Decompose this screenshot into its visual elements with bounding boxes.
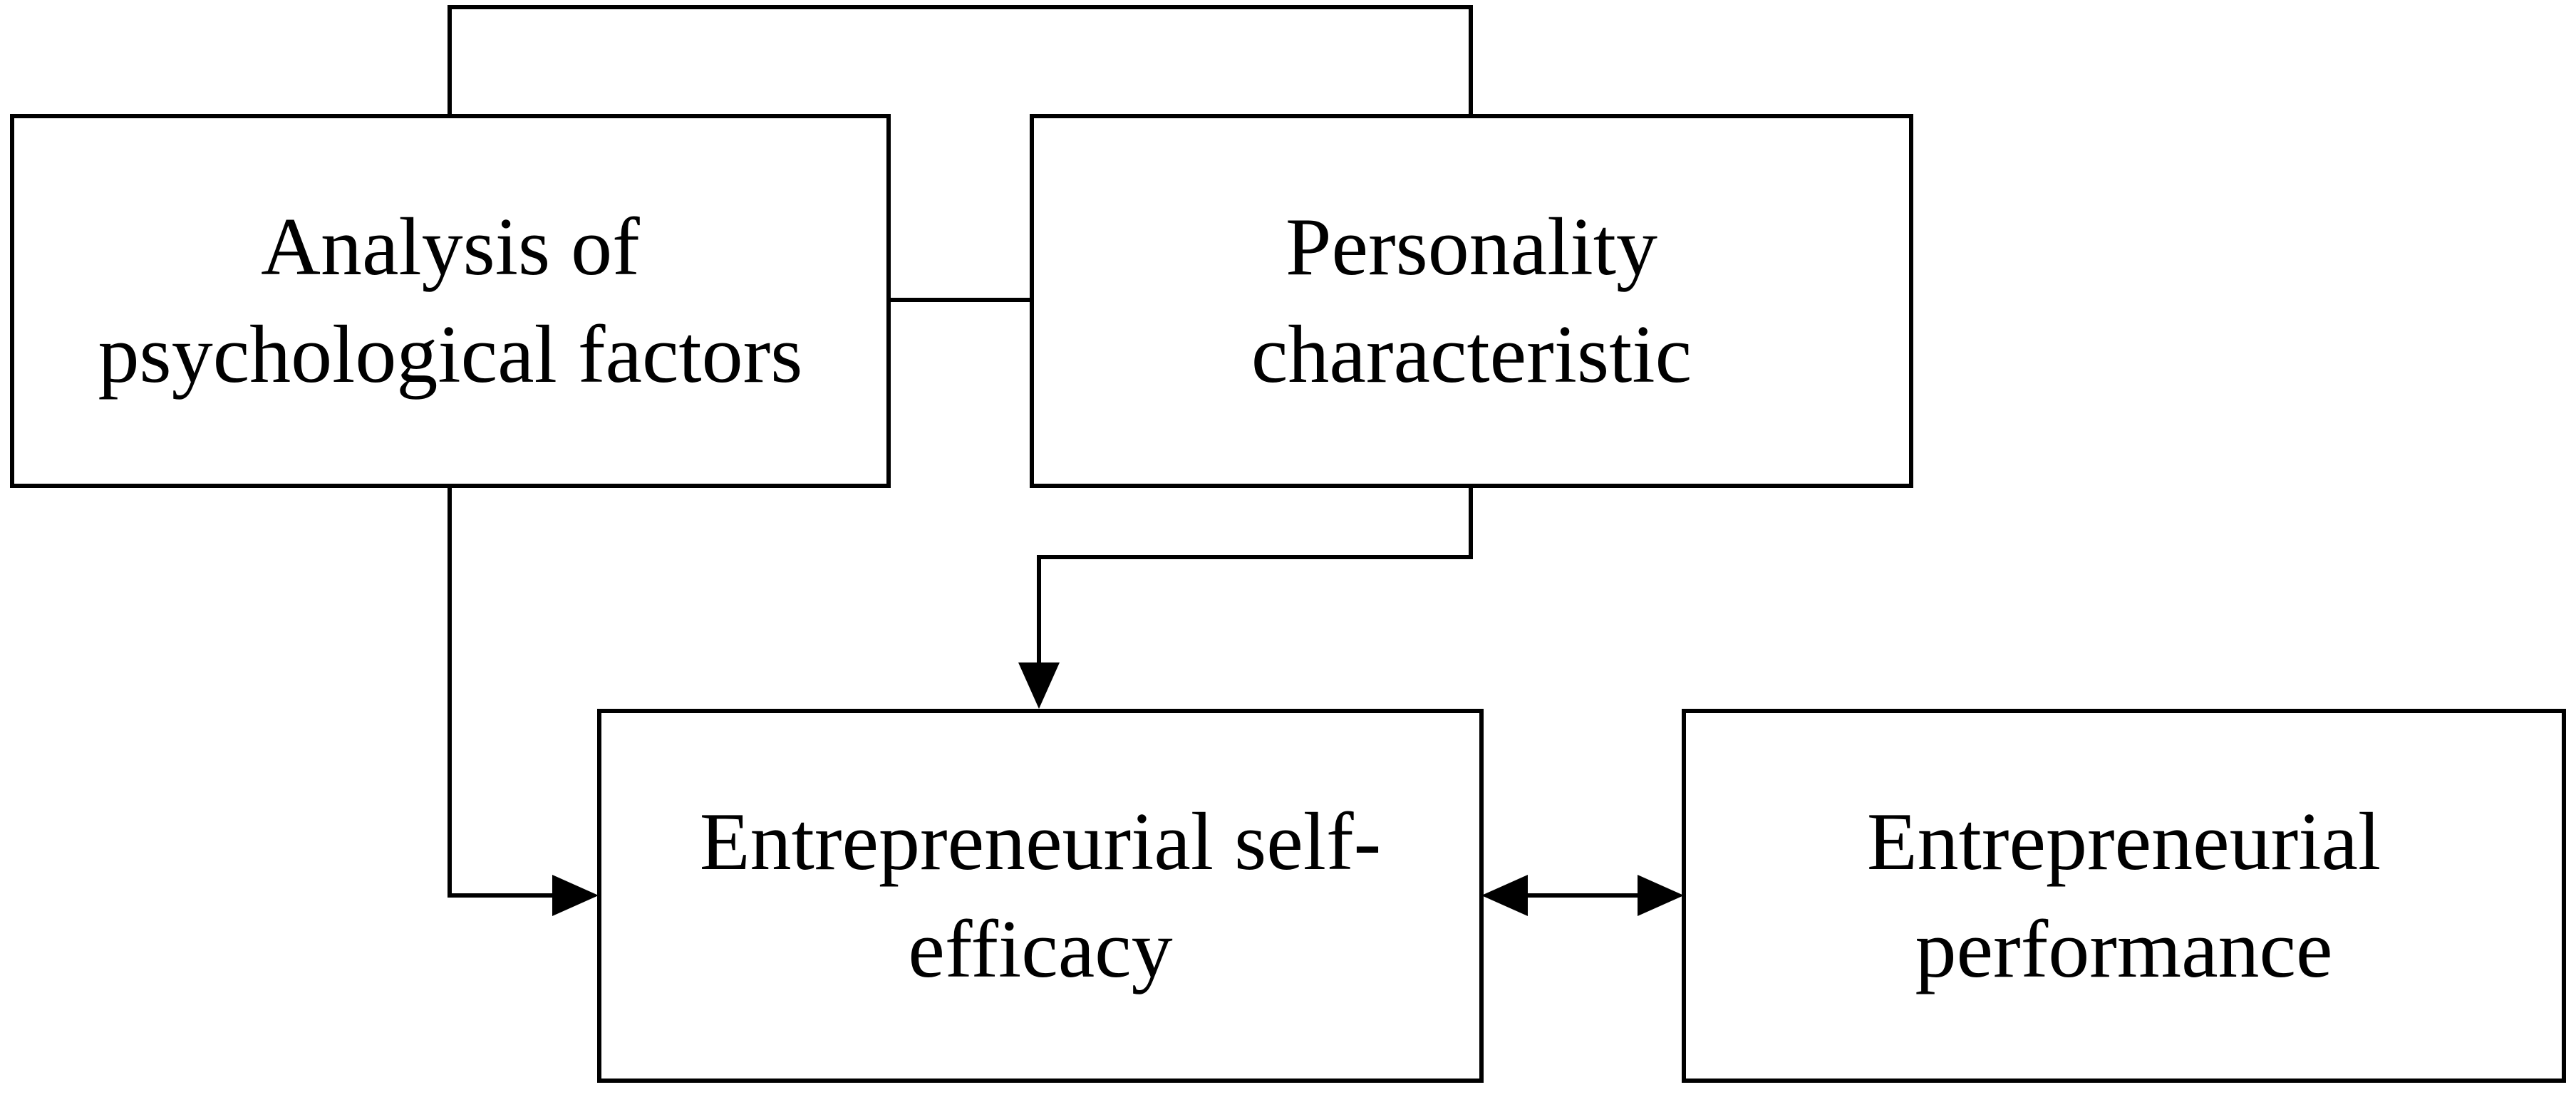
node-entrepreneurial-performance: Entrepreneurial performance xyxy=(1682,709,2566,1083)
arrow-personality-to-efficacy xyxy=(1037,488,1473,664)
arrowhead-psych-to-efficacy xyxy=(552,875,599,916)
node-personality-characteristic: Personality characteristic xyxy=(1030,114,1913,488)
node-psychological-factors-line-1: Analysis of xyxy=(261,201,640,293)
node-entrepreneurial-self-efficacy-label: Entrepreneurial self- efficacy xyxy=(700,789,1382,1004)
node-entrepreneurial-self-efficacy-line-2: efficacy xyxy=(908,903,1173,995)
node-entrepreneurial-performance-line-1: Entrepreneurial xyxy=(1866,796,2381,888)
connector-psych-personality-bracket xyxy=(448,5,1473,114)
node-entrepreneurial-self-efficacy-line-1: Entrepreneurial self- xyxy=(699,796,1382,888)
node-entrepreneurial-performance-label: Entrepreneurial performance xyxy=(1867,789,2381,1004)
node-personality-characteristic-label: Personality characteristic xyxy=(1251,194,1692,409)
arrowhead-performance-end xyxy=(1638,875,1684,916)
node-psychological-factors-label: Analysis of psychological factors xyxy=(98,194,803,409)
node-entrepreneurial-self-efficacy: Entrepreneurial self- efficacy xyxy=(597,709,1484,1083)
arrowhead-efficacy-end xyxy=(1481,875,1528,916)
node-personality-characteristic-line-1: Personality xyxy=(1286,201,1657,293)
node-psychological-factors-line-2: psychological factors xyxy=(98,308,803,400)
node-psychological-factors: Analysis of psychological factors xyxy=(10,114,891,488)
arrow-psych-to-efficacy xyxy=(448,488,554,898)
node-personality-characteristic-line-2: characteristic xyxy=(1251,308,1692,400)
arrowhead-personality-to-efficacy xyxy=(1018,662,1060,709)
node-entrepreneurial-performance-line-2: performance xyxy=(1915,903,2333,995)
